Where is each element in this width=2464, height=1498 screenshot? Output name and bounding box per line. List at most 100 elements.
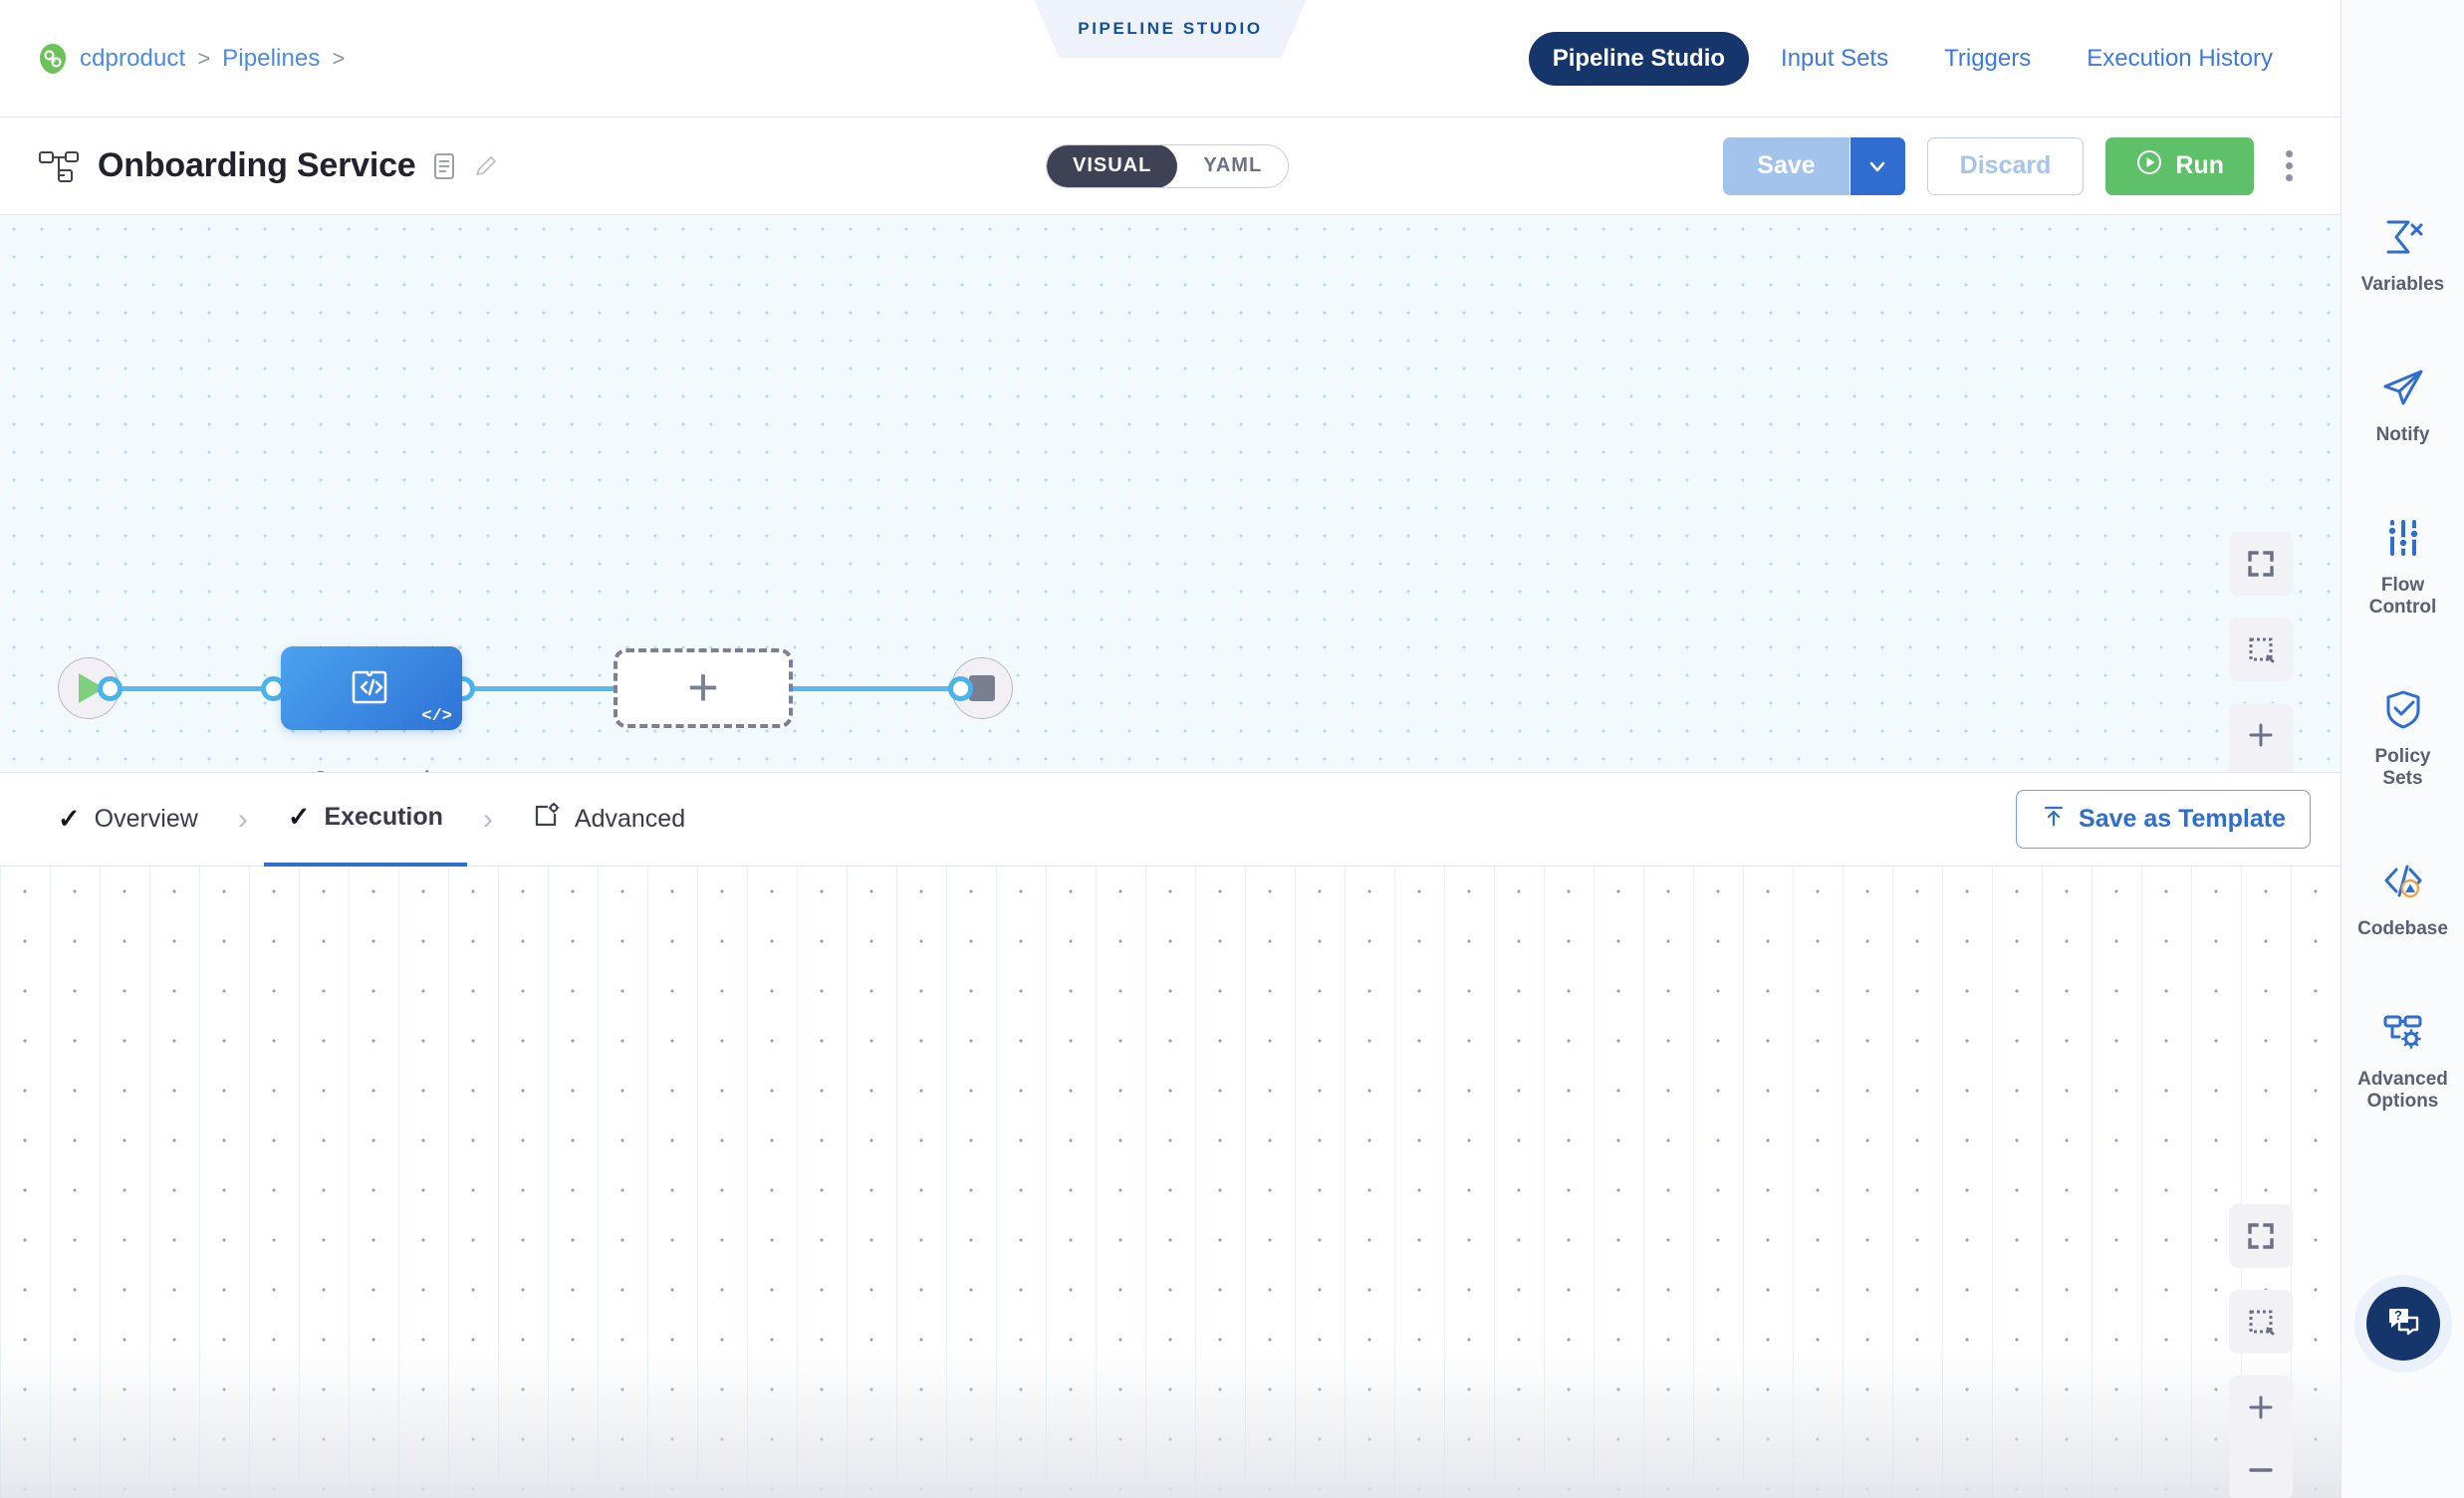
rail-label-advanced-options: Advanced Options bbox=[2357, 1069, 2448, 1113]
nav-tab-pipeline-studio[interactable]: Pipeline Studio bbox=[1528, 31, 1750, 86]
rail-item-advanced-options[interactable]: Advanced Options bbox=[2348, 1012, 2458, 1113]
step-canvas-controls bbox=[2229, 1204, 2293, 1498]
stage-graph-canvas[interactable]: </> Create and Update Service + Add Stag… bbox=[0, 215, 2341, 773]
stage-node-create-and-update-service[interactable]: </> bbox=[281, 646, 462, 730]
module-banner-label: PIPELINE STUDIO bbox=[1078, 19, 1263, 38]
top-breadcrumb-bar: cdproduct > Pipelines > PIPELINE STUDIO … bbox=[0, 0, 2341, 118]
pipeline-title-bar: Onboarding Service VISUAL YAML bbox=[0, 118, 2341, 215]
main-column: cdproduct > Pipelines > PIPELINE STUDIO … bbox=[0, 0, 2341, 1498]
rail-label-policy-sets: Policy Sets bbox=[2375, 746, 2431, 790]
select-area-icon[interactable] bbox=[2229, 618, 2293, 681]
save-as-template-label: Save as Template bbox=[2079, 805, 2286, 833]
shield-check-icon bbox=[2381, 689, 2425, 734]
stage-edge-middle bbox=[438, 686, 667, 691]
save-as-template-button[interactable]: Save as Template bbox=[2016, 790, 2311, 849]
tab-overview[interactable]: ✓ Overview bbox=[34, 773, 222, 867]
svg-text:?: ? bbox=[2394, 1308, 2402, 1323]
zoom-controls bbox=[2229, 703, 2293, 772]
stage-edge-start bbox=[86, 686, 305, 691]
tab-execution-label: Execution bbox=[324, 803, 443, 831]
rail-item-policy-sets[interactable]: Policy Sets bbox=[2348, 689, 2458, 790]
pencil-icon[interactable] bbox=[473, 153, 499, 179]
stage-node-label: Create and Update Service bbox=[231, 767, 510, 772]
rail-label-variables: Variables bbox=[2360, 274, 2445, 295]
codebase-warning-icon bbox=[2381, 862, 2425, 906]
rail-label-codebase: Codebase bbox=[2357, 918, 2448, 940]
rail-label-advanced-options-line1: Advanced bbox=[2357, 1068, 2448, 1090]
rail-item-variables[interactable]: Variables bbox=[2348, 217, 2458, 296]
right-rail: Variables Notify Flow bbox=[2341, 0, 2464, 1498]
rail-label-flow-control-line1: Flow bbox=[2380, 574, 2425, 596]
execution-steps-canvas[interactable]: </> Service Create and Update... </> bbox=[0, 867, 2341, 1498]
description-icon[interactable] bbox=[433, 152, 455, 180]
kebab-menu-icon[interactable] bbox=[2276, 142, 2303, 189]
nav-tab-execution-history[interactable]: Execution History bbox=[2087, 44, 2273, 72]
pipeline-tree-icon bbox=[38, 149, 80, 183]
stage-start-port bbox=[98, 676, 123, 701]
tab-advanced[interactable]: Advanced bbox=[509, 773, 709, 867]
zoom-out-icon[interactable] bbox=[2229, 766, 2293, 772]
stage-config-tabs: ✓ Overview › ✓ Execution › Advanced bbox=[0, 773, 2341, 867]
rail-item-notify[interactable]: Notify bbox=[2348, 368, 2458, 446]
sliders-icon bbox=[2381, 518, 2425, 563]
stage-edge-end bbox=[777, 686, 966, 691]
check-icon: ✓ bbox=[287, 802, 311, 832]
rail-item-flow-control[interactable]: Flow Control bbox=[2348, 518, 2458, 619]
template-stage-icon bbox=[349, 663, 394, 714]
save-button-group: Save bbox=[1723, 136, 1905, 195]
select-area-icon[interactable] bbox=[2229, 1290, 2293, 1354]
rail-label-notify: Notify bbox=[2375, 423, 2430, 445]
top-nav-tabs: Pipeline Studio Input Sets Triggers Exec… bbox=[1528, 31, 2341, 86]
run-button-label: Run bbox=[2175, 151, 2224, 179]
stage-end-port bbox=[948, 676, 973, 701]
toggle-option-visual[interactable]: VISUAL bbox=[1047, 144, 1178, 187]
upload-template-icon bbox=[2041, 803, 2067, 836]
stage-node-label-line1: Create and bbox=[231, 767, 510, 772]
title-actions: Save Discard Run bbox=[1723, 136, 2303, 195]
toggle-option-yaml[interactable]: YAML bbox=[1203, 154, 1263, 176]
sigma-x-icon bbox=[2381, 217, 2425, 262]
advanced-gear-icon bbox=[533, 802, 561, 837]
breadcrumb-separator-trailing: > bbox=[332, 45, 346, 71]
fit-screen-icon[interactable] bbox=[2229, 1204, 2293, 1268]
end-stop-icon bbox=[969, 675, 995, 701]
visual-yaml-toggle[interactable]: VISUAL YAML bbox=[1046, 143, 1290, 188]
rail-label-policy-sets-line2: Sets bbox=[2382, 768, 2423, 790]
tab-separator-2: › bbox=[482, 802, 493, 836]
breadcrumb-item-project[interactable]: cdproduct bbox=[80, 44, 186, 72]
chevron-down-icon[interactable] bbox=[1848, 136, 1905, 195]
module-banner: PIPELINE STUDIO bbox=[1034, 0, 1307, 58]
harness-leaf-icon bbox=[38, 43, 68, 75]
zoom-in-icon[interactable] bbox=[2229, 1375, 2293, 1438]
help-chat-icon: ? bbox=[2383, 1302, 2423, 1347]
paper-plane-icon bbox=[2381, 368, 2425, 412]
tab-overview-label: Overview bbox=[94, 805, 198, 833]
stage-canvas-controls bbox=[2229, 532, 2293, 772]
breadcrumb: cdproduct > Pipelines > bbox=[0, 0, 345, 117]
discard-button[interactable]: Discard bbox=[1926, 136, 2085, 195]
title-left-group: Onboarding Service bbox=[38, 146, 499, 185]
fit-screen-icon[interactable] bbox=[2229, 532, 2293, 596]
tab-separator-1: › bbox=[237, 802, 248, 836]
rail-label-advanced-options-line2: Options bbox=[2366, 1090, 2439, 1112]
zoom-in-icon[interactable] bbox=[2229, 703, 2293, 766]
rail-label-policy-sets-line1: Policy bbox=[2374, 746, 2431, 768]
tab-execution[interactable]: ✓ Execution bbox=[263, 773, 467, 867]
rail-item-codebase[interactable]: Codebase bbox=[2348, 862, 2458, 940]
advanced-options-icon bbox=[2381, 1012, 2425, 1057]
add-stage-button[interactable]: + bbox=[614, 648, 793, 728]
zoom-out-icon[interactable] bbox=[2229, 1438, 2293, 1498]
breadcrumb-item-pipelines[interactable]: Pipelines bbox=[222, 44, 321, 72]
save-button[interactable]: Save bbox=[1723, 136, 1849, 195]
rail-label-flow-control-line2: Control bbox=[2368, 596, 2437, 618]
add-stage-label: Add Stage bbox=[604, 771, 803, 772]
breadcrumb-separator: > bbox=[197, 45, 211, 71]
zoom-controls bbox=[2229, 1375, 2293, 1498]
run-button[interactable]: Run bbox=[2105, 136, 2254, 195]
nav-tab-triggers[interactable]: Triggers bbox=[1944, 44, 2032, 72]
check-icon: ✓ bbox=[58, 804, 81, 834]
tab-advanced-label: Advanced bbox=[574, 805, 686, 833]
nav-tab-input-sets[interactable]: Input Sets bbox=[1781, 44, 1889, 72]
help-chat-button[interactable]: ? bbox=[2365, 1287, 2440, 1361]
